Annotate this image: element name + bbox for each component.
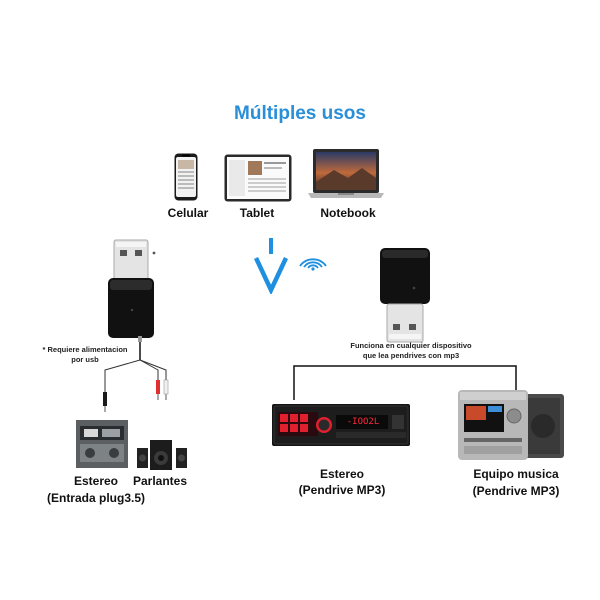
- power-note: * Requiere alimentacion por usb: [30, 345, 140, 365]
- aux-cable-diagram: [103, 336, 169, 412]
- label-notebook: Notebook: [320, 206, 376, 220]
- tablet-image: [224, 154, 292, 202]
- label-equipo-musica-sub: (Pendrive MP3): [472, 484, 560, 498]
- connection-bracket: [293, 365, 517, 400]
- car-radio-image: [272, 404, 410, 446]
- phone-image: [174, 153, 198, 201]
- page-title: Múltiples usos: [234, 103, 366, 124]
- bluetooth-arrow-icon: [254, 238, 288, 294]
- wireless-waves-icon: [299, 258, 327, 271]
- pendrive-note-line1: Funciona en cualquier dispositivo: [350, 341, 472, 350]
- hifi-system-image: [458, 390, 564, 460]
- usb-adapter-right-image: [380, 248, 430, 343]
- laptop-image: [308, 149, 384, 198]
- label-celular: Celular: [167, 206, 209, 220]
- label-estereo-left: Estereo: [73, 474, 119, 488]
- label-tablet: Tablet: [239, 206, 275, 220]
- power-note-line2: por usb: [71, 355, 99, 364]
- pendrive-note: Funciona en cualquier dispositivo que le…: [326, 341, 496, 361]
- label-estereo-right-sub: (Pendrive MP3): [298, 483, 386, 497]
- label-estereo-left-sub: (Entrada plug3.5): [46, 491, 145, 505]
- car-stereo-aux-image: [76, 420, 128, 468]
- speakers-image: [137, 440, 187, 470]
- label-estereo-right: Estereo: [319, 467, 365, 481]
- label-equipo-musica: Equipo musica: [473, 467, 559, 481]
- pendrive-note-line2: que lea pendrives con mp3: [362, 351, 460, 360]
- power-note-line1: * Requiere alimentacion: [42, 345, 128, 354]
- label-parlantes: Parlantes: [132, 474, 188, 488]
- usb-adapter-left-image: [108, 239, 156, 338]
- radio-display: -IOO2L: [346, 417, 380, 427]
